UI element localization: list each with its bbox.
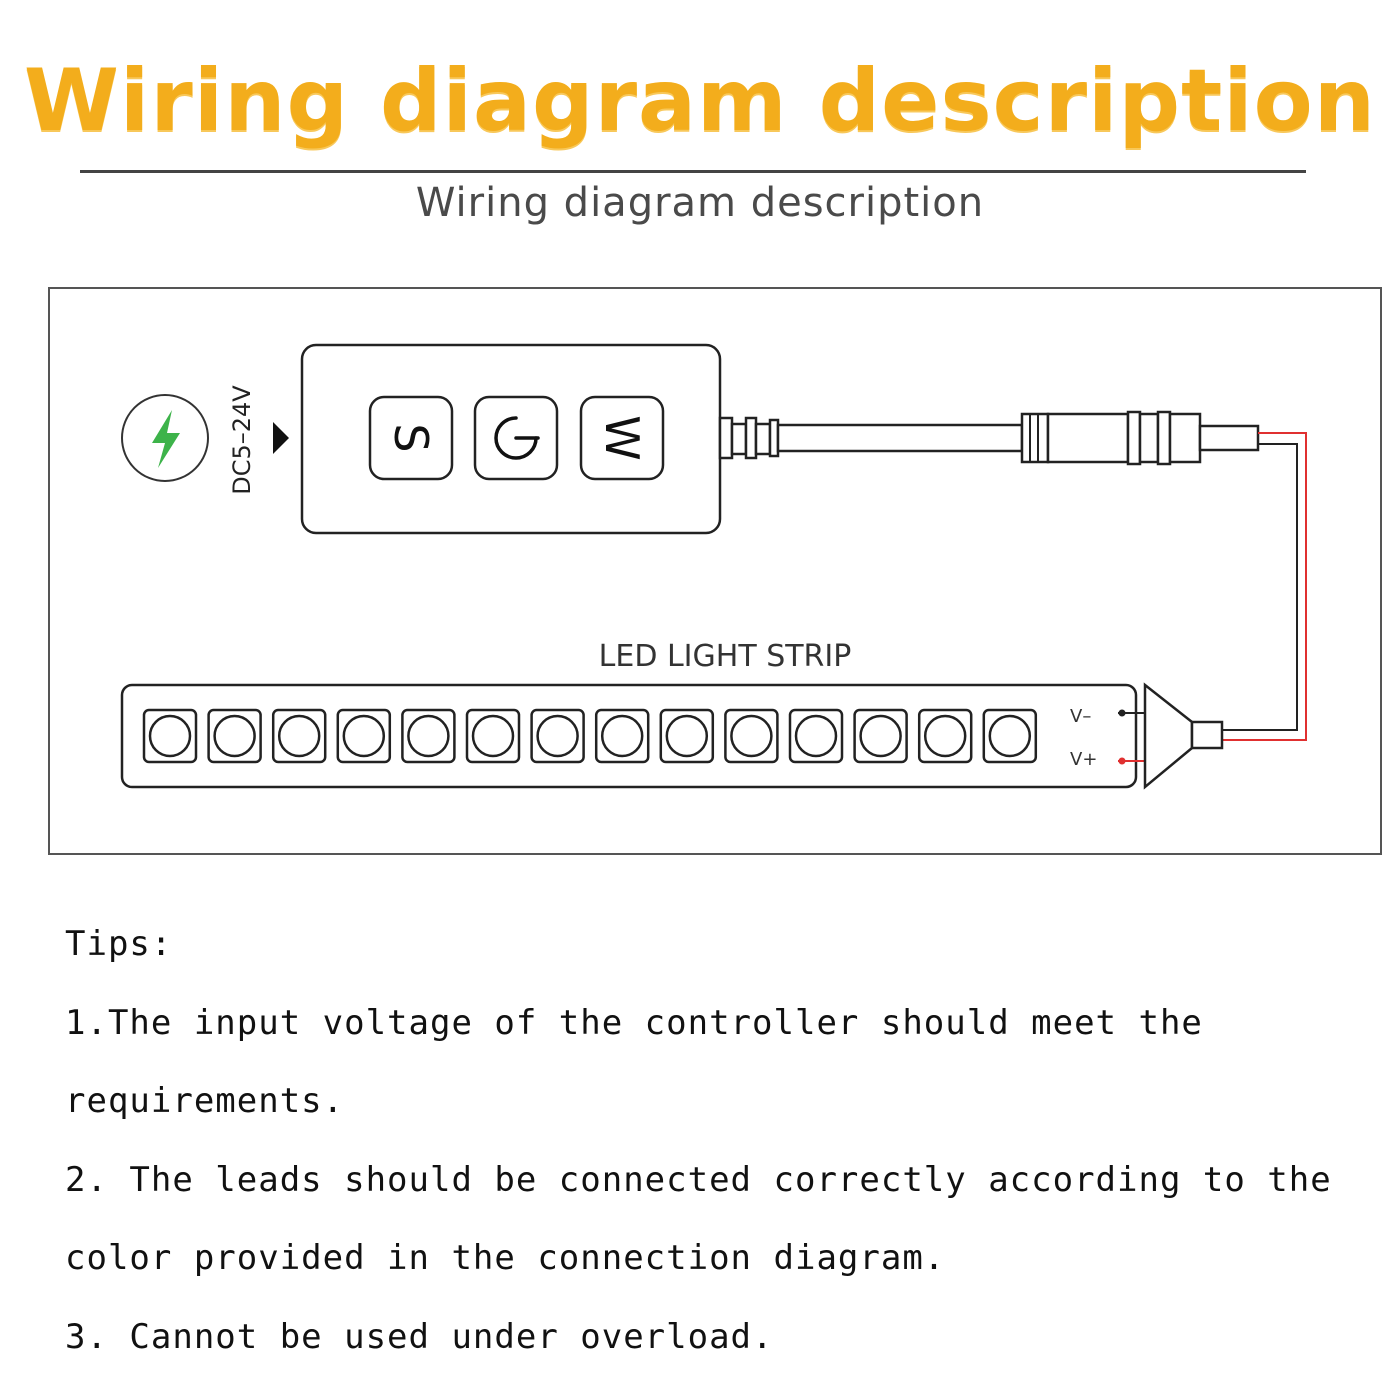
title-divider: [80, 170, 1306, 173]
controller: S W: [300, 343, 780, 535]
button-s-label: S: [384, 423, 438, 452]
led-chip: [465, 708, 521, 764]
led-chip: [207, 708, 262, 764]
terminal-neg-label: V–: [1070, 706, 1091, 727]
tip-1-line-2: requirements.: [65, 1081, 345, 1121]
button-w[interactable]: W: [579, 395, 665, 481]
power-icon: [494, 416, 540, 460]
tip-3: 3. Cannot be used under overload.: [65, 1316, 774, 1357]
play-arrow-icon: [273, 422, 289, 454]
tips-heading: Tips:: [65, 924, 173, 964]
tips-section: Tips: 1.The input voltage of the control…: [65, 905, 1385, 1376]
page-title: Wiring diagram description: [24, 51, 1376, 151]
dc-cable: [776, 410, 1260, 466]
led-chip: [401, 708, 456, 764]
led-chip: [659, 708, 715, 764]
tip-2-line-1: 2. The leads should be connected correct…: [65, 1159, 1332, 1200]
led-chip: [788, 708, 844, 764]
terminal-pos-label: V+: [1070, 749, 1097, 770]
led-chip: [724, 708, 779, 764]
wire-red: [1222, 432, 1307, 741]
wiring-diagram: DC5–24V S W: [120, 343, 1307, 790]
led-chip: [530, 708, 585, 764]
lightning-icon: [152, 410, 180, 468]
led-chip: [982, 708, 1038, 764]
button-w-label: W: [595, 415, 649, 460]
strip-connector: [1143, 682, 1224, 790]
led-chip: [917, 708, 973, 764]
wire-black: [1222, 443, 1298, 731]
led-chip: [271, 708, 327, 764]
led-chip: [336, 708, 392, 764]
page-subtitle: Wiring diagram description: [415, 180, 985, 226]
button-s[interactable]: S: [368, 395, 454, 481]
led-chip: [594, 708, 650, 764]
power-source: [121, 394, 209, 482]
tip-2-line-2: color provided in the connection diagram…: [65, 1238, 946, 1278]
button-power[interactable]: [473, 395, 559, 481]
led-chip: [142, 708, 198, 764]
led-strip: V– V+: [120, 683, 1158, 789]
voltage-label: DC5–24V: [228, 385, 256, 495]
tip-1-line-1: 1.The input voltage of the controller sh…: [65, 1002, 1203, 1043]
diagram-frame: [48, 287, 1382, 855]
strip-label: LED LIGHT STRIP: [599, 639, 852, 674]
led-chip: [853, 708, 908, 764]
